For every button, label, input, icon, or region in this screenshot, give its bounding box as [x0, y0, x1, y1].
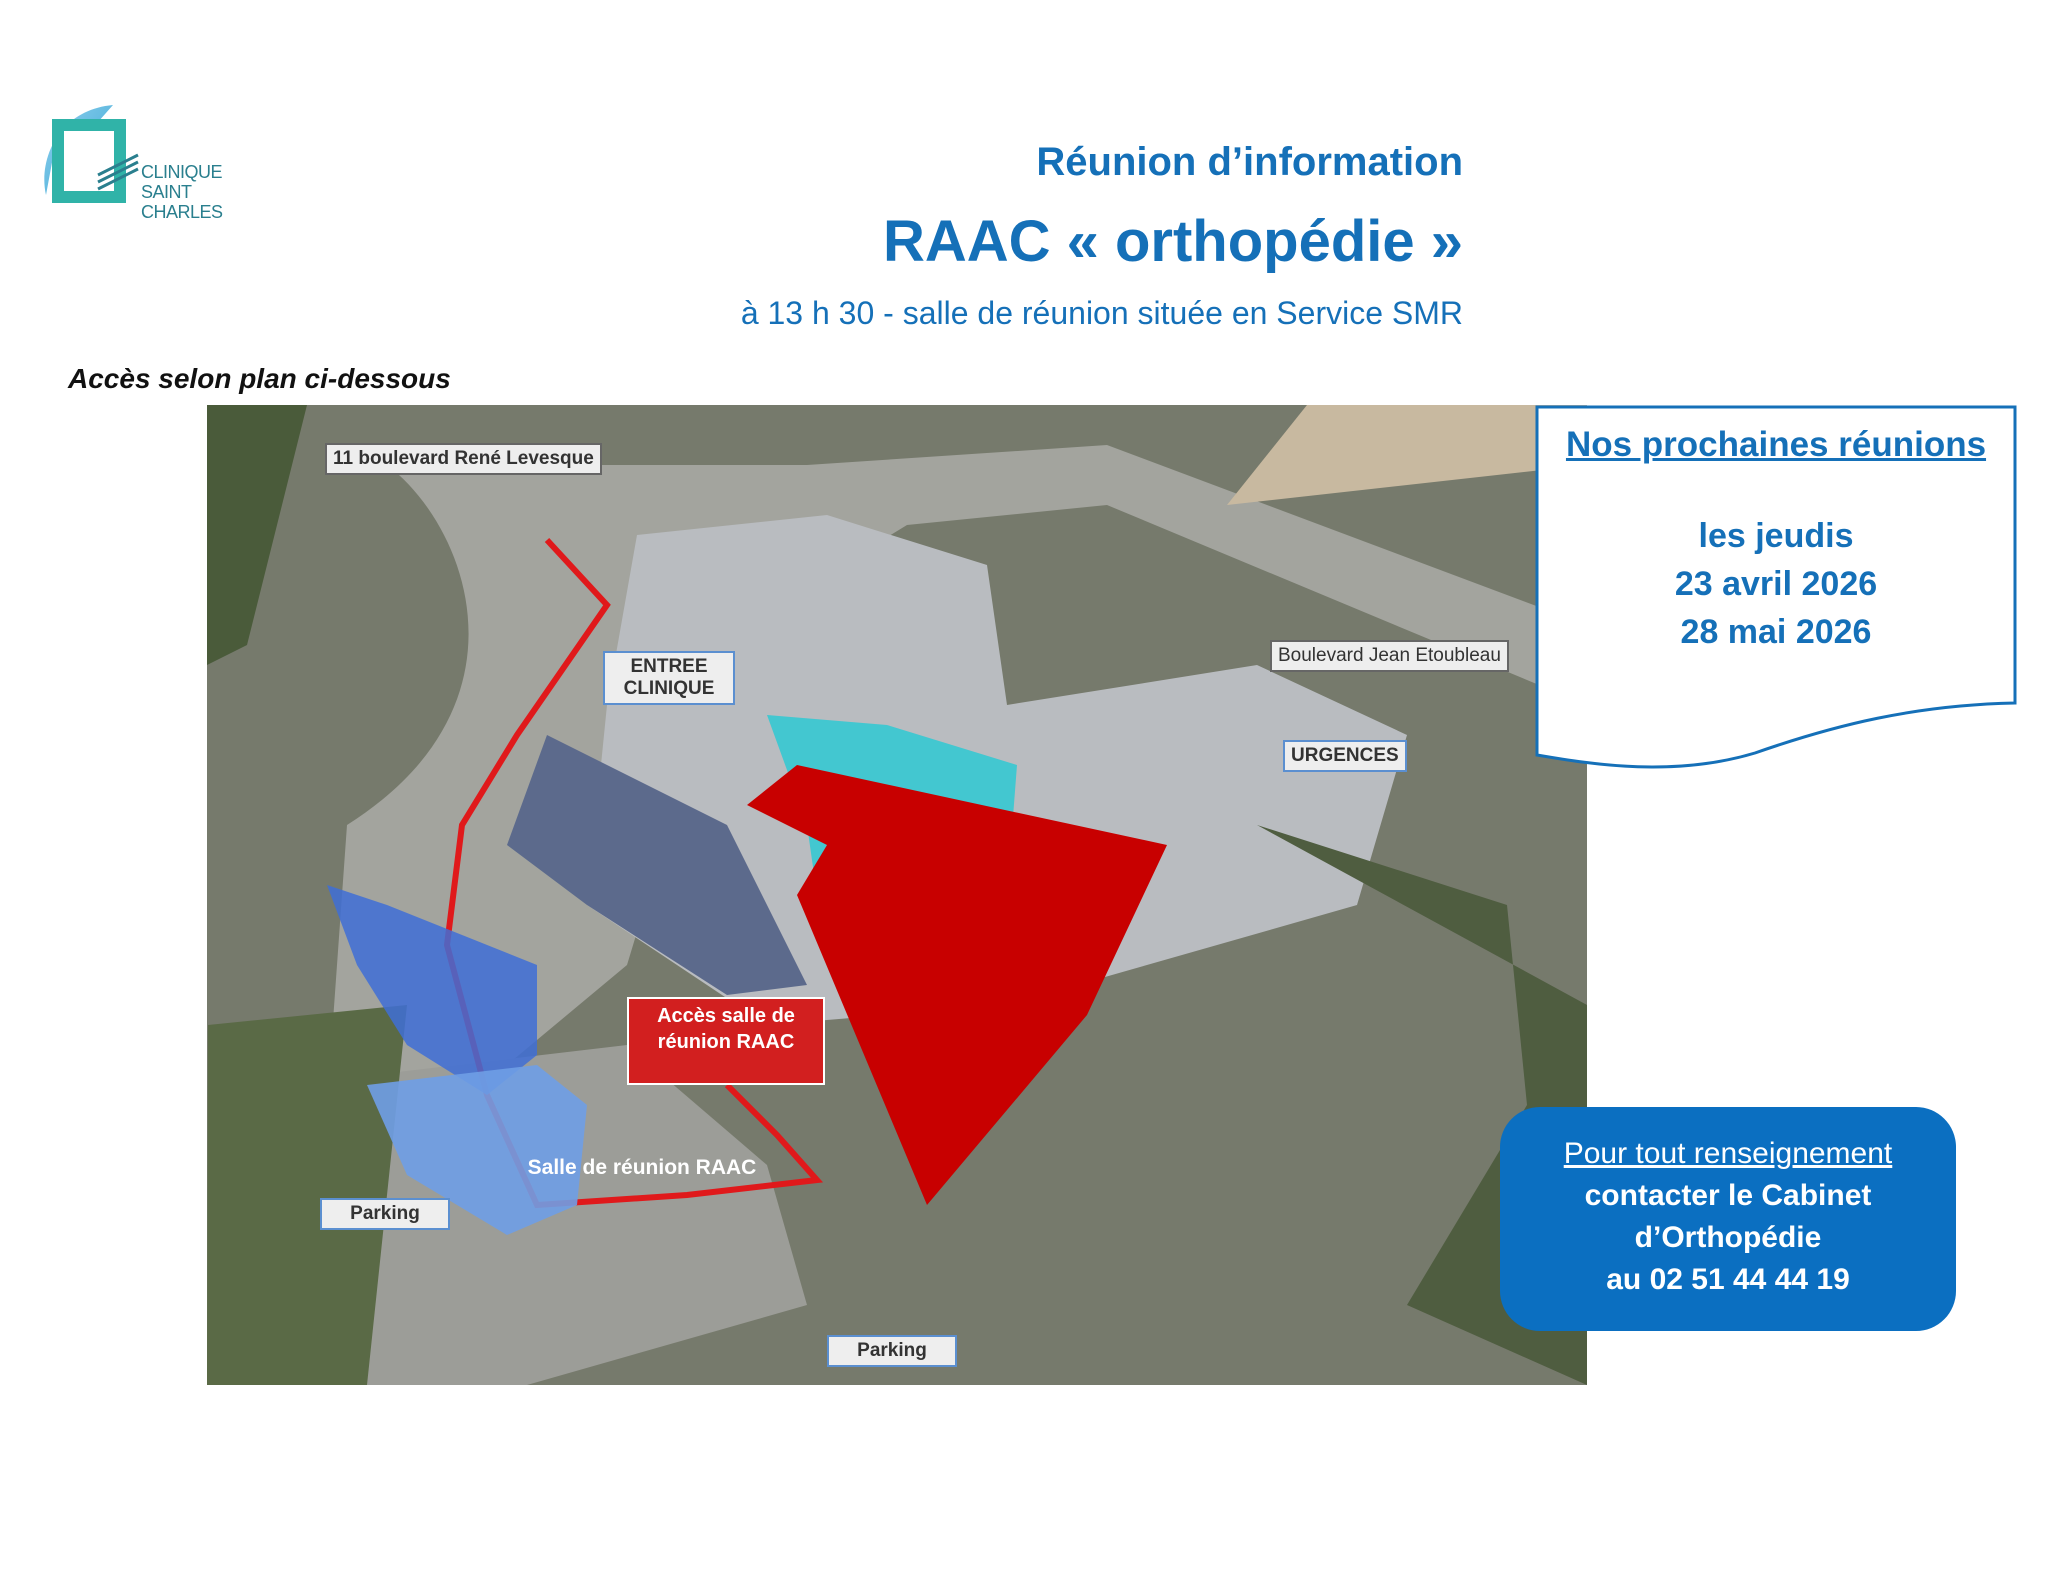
- meeting-room-zone: [367, 1065, 587, 1235]
- subtitle: à 13 h 30 - salle de réunion située en S…: [740, 295, 1463, 331]
- logo-line: CHARLES: [141, 202, 223, 222]
- meeting-date: 28 mai 2026: [1680, 613, 1872, 651]
- map-label-urgences: URGENCES: [1283, 740, 1407, 772]
- logo-line: CLINIQUE: [141, 162, 223, 182]
- logo-line: SAINT: [141, 182, 192, 202]
- map-label-boulevard: Boulevard Jean Etoubleau: [1270, 640, 1509, 672]
- clinic-logo: CLINIQUE SAINT CHARLES: [38, 100, 238, 235]
- map-label-access: Accès salle de réunion RAAC: [627, 997, 825, 1085]
- contact-phone: au 02 51 44 44 19: [1606, 1263, 1850, 1296]
- next-meetings-intro: les jeudis: [1698, 517, 1854, 555]
- red-zone: [747, 765, 1167, 1205]
- logo-mark-icon: [44, 105, 139, 203]
- next-meetings-box: Nos prochaines réunions les jeudis 23 av…: [1535, 405, 2017, 775]
- map-label-parking: Parking: [827, 1335, 957, 1367]
- blue-building: [327, 885, 537, 1095]
- building-wing: [507, 735, 807, 995]
- next-meetings-title: Nos prochaines réunions: [1565, 425, 1987, 464]
- contact-box: Pour tout renseignement contacter le Cab…: [1500, 1107, 1956, 1331]
- contact-heading: Pour tout renseignement: [1563, 1137, 1893, 1170]
- map-label-room: Salle de réunion RAAC: [527, 1156, 757, 1179]
- next-meetings-frame: [1535, 405, 2017, 769]
- map-drawing: [207, 405, 1587, 1385]
- map-label-address: 11 boulevard René Levesque: [325, 443, 602, 475]
- map-label-parking: Parking: [320, 1198, 450, 1230]
- meeting-date: 23 avril 2026: [1674, 565, 1878, 603]
- map-label-entrance: ENTREE CLINIQUE: [603, 651, 735, 705]
- logo-text: CLINIQUE SAINT CHARLES: [141, 162, 223, 222]
- access-note: Accès selon plan ci-dessous: [68, 363, 451, 394]
- page-title: Réunion d’information: [1036, 140, 1463, 184]
- contact-line: d’Orthopédie: [1634, 1221, 1822, 1254]
- site-map: 11 boulevard René Levesque ENTREE CLINIQ…: [207, 405, 1587, 1385]
- main-title: RAAC « orthopédie »: [882, 209, 1463, 274]
- contact-line: contacter le Cabinet: [1584, 1179, 1872, 1212]
